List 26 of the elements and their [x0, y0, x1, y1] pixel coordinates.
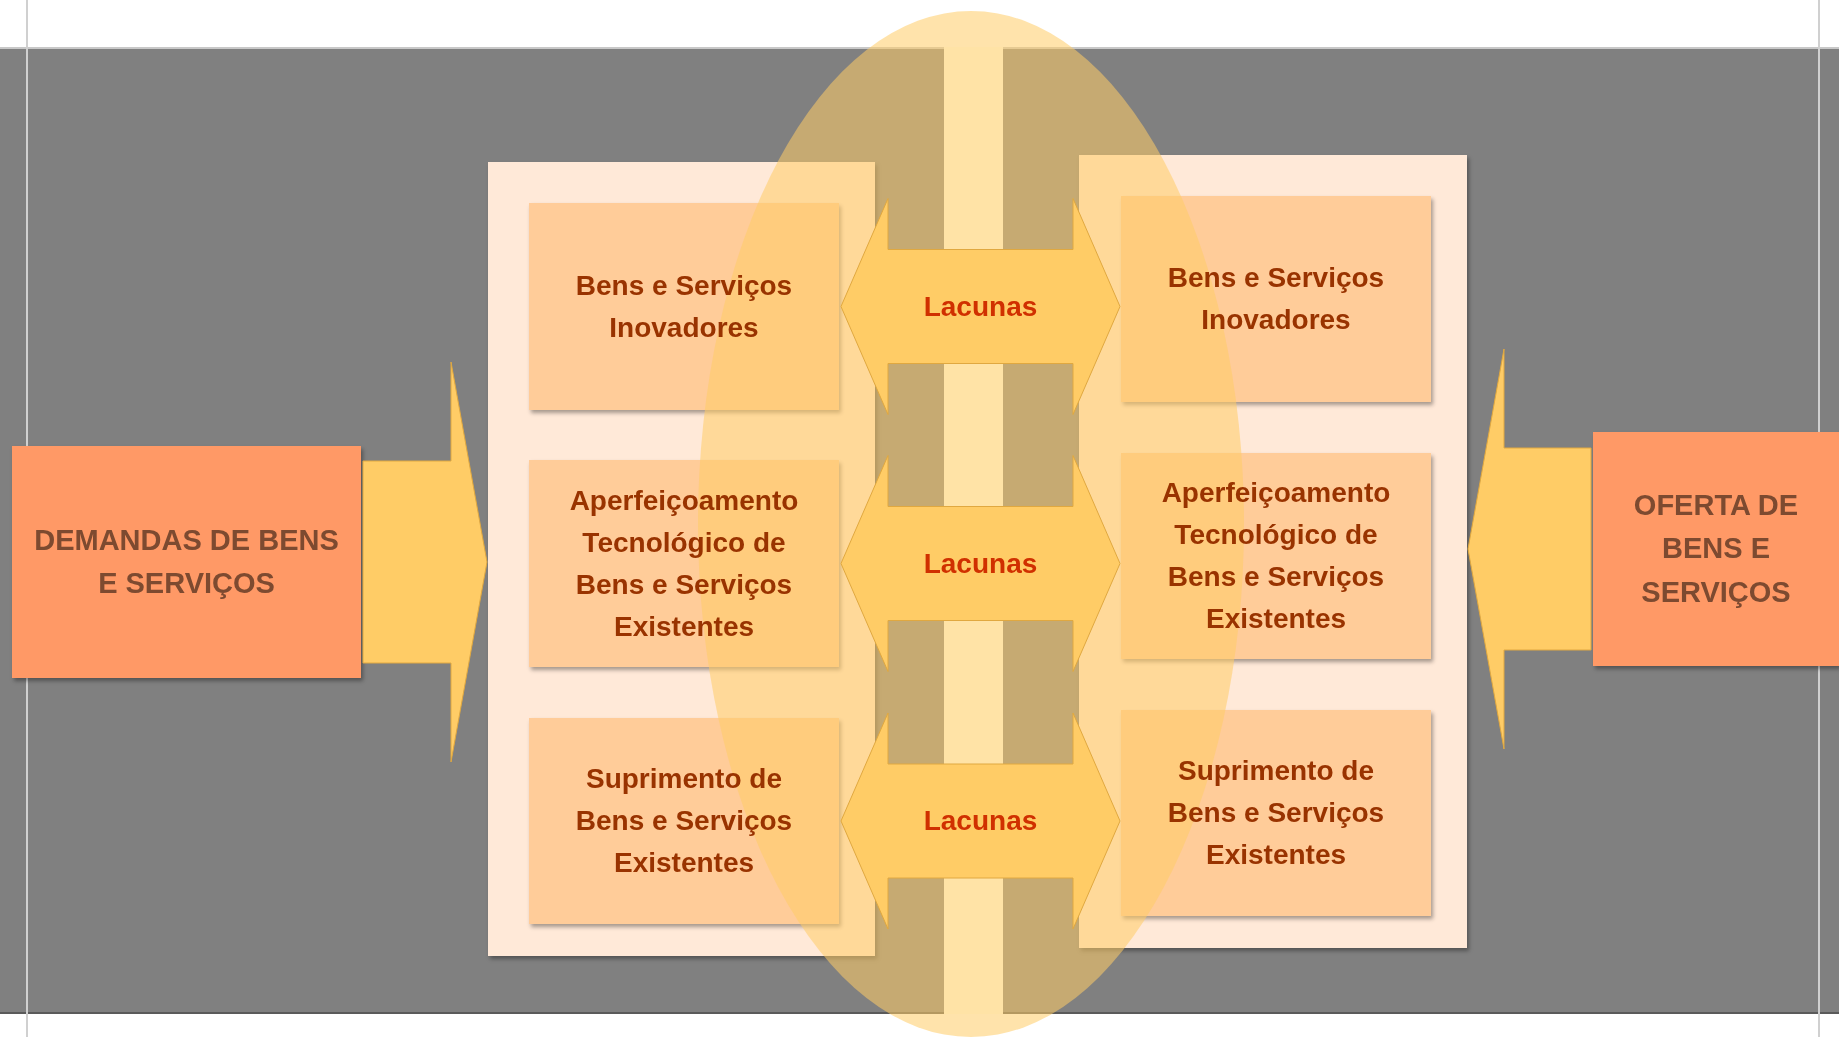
box-label: Suprimento de Bens e Serviços Existentes	[574, 762, 794, 880]
category-box	[1593, 432, 1839, 666]
category-box	[1121, 196, 1431, 402]
category-box	[529, 203, 839, 410]
block-arrow	[840, 198, 1121, 415]
box-label: Suprimento de Bens e Serviços Existentes	[1166, 754, 1386, 872]
block-arrow	[1467, 348, 1592, 750]
box-label: Bens e Serviços Inovadores	[1166, 261, 1386, 337]
box-label: DEMANDAS DE BENS E SERVIÇOS	[33, 522, 340, 601]
category-box	[529, 718, 839, 924]
box-label: Aperfeiçoamento Tecnológico de Bens e Serviços Existentes	[568, 483, 800, 644]
edge-label: Lacunas	[923, 547, 1038, 580]
block-arrow	[840, 455, 1121, 672]
block-arrow	[840, 712, 1121, 930]
category-box	[12, 446, 361, 678]
category-box	[1121, 710, 1431, 916]
box-label: Bens e Serviços Inovadores	[574, 268, 794, 345]
group-panel	[1079, 155, 1467, 948]
group-panel	[488, 162, 875, 956]
edge-label: Lacunas	[923, 805, 1038, 837]
category-box	[529, 460, 839, 667]
box-label: Aperfeiçoamento Tecnológico de Bens e Serviços Existentes	[1160, 476, 1392, 636]
box-label: OFERTA DE BENS E SERVIÇOS	[1632, 487, 1800, 610]
category-box	[1121, 453, 1431, 659]
edge-label: Lacunas	[923, 290, 1038, 323]
block-arrow	[362, 361, 488, 763]
